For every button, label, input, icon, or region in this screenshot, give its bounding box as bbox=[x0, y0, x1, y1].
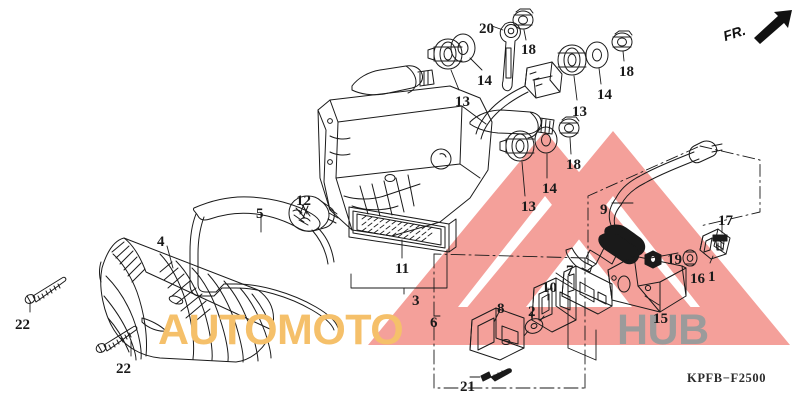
license-lamp-housing bbox=[607, 255, 687, 313]
callout-number-18: 18 bbox=[619, 64, 634, 80]
screw-part-2 bbox=[523, 315, 545, 337]
callout-number-22: 22 bbox=[15, 317, 30, 333]
bulb-socket-set-a bbox=[427, 8, 534, 92]
callout-number-6: 6 bbox=[430, 315, 438, 331]
callout-number-9: 9 bbox=[600, 202, 608, 218]
callout-number-13: 13 bbox=[521, 199, 536, 215]
watermark-text-secondary: HUB bbox=[617, 306, 709, 354]
tail-light-bulb bbox=[288, 195, 339, 232]
tapping-screw-22-b bbox=[95, 325, 138, 353]
license-lamp-gasket bbox=[469, 307, 525, 361]
callout-number-14: 14 bbox=[477, 73, 492, 89]
callout-number-18: 18 bbox=[566, 157, 581, 173]
washer-part-16 bbox=[682, 249, 698, 267]
callout-number-4: 4 bbox=[157, 234, 165, 250]
callout-number-2: 2 bbox=[528, 304, 536, 320]
license-lamp-lens bbox=[531, 277, 577, 333]
wire-connector-upper bbox=[475, 61, 563, 140]
wire-harness-assembly bbox=[585, 140, 723, 271]
tail-light-housing bbox=[317, 65, 555, 237]
callout-number-14: 14 bbox=[542, 181, 557, 197]
callout-number-7: 7 bbox=[566, 263, 574, 279]
reflector-panel bbox=[348, 206, 457, 253]
bulb-socket-set-c bbox=[499, 116, 580, 162]
part-code-label: KPFB−F2500 bbox=[687, 371, 767, 385]
callout-number-16: 16 bbox=[690, 271, 705, 287]
callout-number-13: 13 bbox=[572, 104, 587, 120]
callout-number-8: 8 bbox=[497, 301, 505, 317]
callout-number-5: 5 bbox=[256, 206, 264, 222]
tapping-screw-22-a bbox=[24, 276, 67, 304]
callout-number-20: 20 bbox=[479, 21, 494, 37]
watermark-text-primary: AUTOMOTO bbox=[158, 306, 404, 354]
callout-number-12: 12 bbox=[296, 193, 311, 209]
callout-number-13: 13 bbox=[455, 94, 470, 110]
socket-part-1 bbox=[699, 228, 731, 260]
callout-number-18: 18 bbox=[521, 42, 536, 58]
callout-number-14: 14 bbox=[597, 87, 612, 103]
arrow-up-right-icon bbox=[754, 10, 792, 44]
bulb-socket-set-b bbox=[557, 30, 633, 76]
grouping-brackets bbox=[350, 145, 761, 389]
nut-part-19 bbox=[644, 250, 662, 269]
callout-number-11: 11 bbox=[395, 261, 410, 277]
leader-lines bbox=[29, 25, 723, 378]
tail-light-lens bbox=[99, 237, 274, 363]
callout-number-21: 21 bbox=[460, 379, 475, 395]
callout-number-17: 17 bbox=[718, 213, 733, 229]
callout-number-3: 3 bbox=[412, 293, 420, 309]
callout-number-22: 22 bbox=[116, 361, 131, 377]
callout-number-15: 15 bbox=[653, 311, 668, 327]
screw-part-21 bbox=[480, 368, 512, 382]
callout-number-10: 10 bbox=[542, 280, 557, 296]
callout-number-1: 1 bbox=[708, 269, 716, 285]
callout-number-19: 19 bbox=[667, 252, 682, 268]
